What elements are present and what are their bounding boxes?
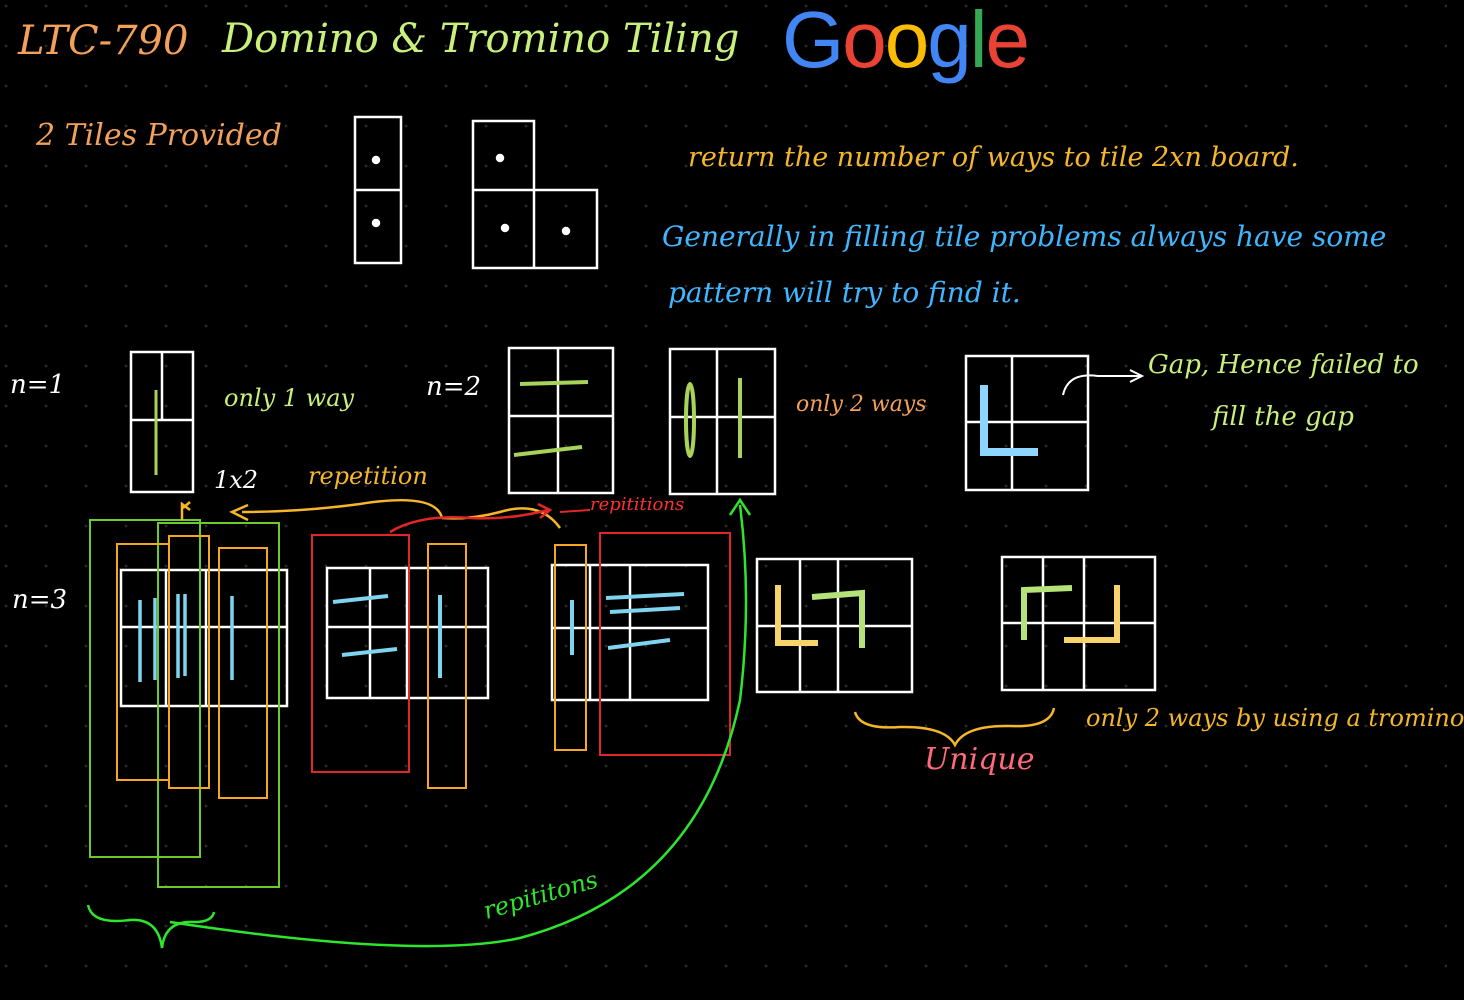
n3-tromino-2-marks <box>1021 585 1120 643</box>
n3-board-tromino-2 <box>1000 555 1157 692</box>
pattern-note-line-1: Generally in filling tile problems alway… <box>662 220 1387 253</box>
repetition-label: repetition <box>308 462 428 490</box>
n3-board-1-marks <box>138 594 234 682</box>
only-1-way-note: only 1 way <box>224 384 355 412</box>
n2-board-horizontal <box>507 346 615 495</box>
red-repetition-arrow <box>389 502 553 534</box>
n3-board-3 <box>550 563 710 702</box>
green-bracket <box>86 904 216 949</box>
only-2-ways-note: only 2 ways <box>796 392 927 417</box>
tromino-tile-diagram <box>471 119 599 270</box>
google-logo-letter: G <box>782 0 844 84</box>
problem-code: LTC-790 <box>18 18 189 64</box>
tromino-ways-note: only 2 ways by using a tromino <box>1086 704 1464 732</box>
n3-board-1-highlight-boxes <box>89 519 280 888</box>
red-link-to-board-3 <box>559 509 591 513</box>
n3-label: n=3 <box>12 585 68 615</box>
gap-tromino-mark <box>980 385 1038 456</box>
n2-vertical-domino-marks <box>684 378 742 458</box>
n3-tromino-1-marks <box>775 585 865 648</box>
pattern-note-line-2: pattern will try to find it. <box>668 276 1021 309</box>
google-logo: Google <box>782 0 1030 86</box>
google-logo-letter: l <box>969 0 988 84</box>
gap-note-line-1: Gap, Hence failed to <box>1148 350 1419 380</box>
n1-label: n=1 <box>10 370 66 400</box>
unique-label: Unique <box>924 742 1035 777</box>
problem-title: Domino & Tromino Tiling <box>222 16 740 62</box>
green-repetition-arrow <box>169 497 752 948</box>
return-statement: return the number of ways to tile 2xn bo… <box>688 142 1299 173</box>
google-logo-letter: g <box>927 0 971 84</box>
gap-note-line-2: fill the gap <box>1212 402 1354 432</box>
n3-board-tromino-1 <box>755 557 914 694</box>
n2-horizontal-domino-marks <box>513 380 589 457</box>
yellow-repetition-arrow <box>180 498 444 522</box>
n3-board-3-highlight-boxes <box>554 532 731 756</box>
unique-bracket <box>853 707 1056 748</box>
tiles-provided-label: 2 Tiles Provided <box>36 118 282 153</box>
one-by-two-label: 1x2 <box>214 466 259 494</box>
repititions-red-label: repititions <box>590 494 685 515</box>
n3-board-1 <box>119 568 289 708</box>
n3-board-2-highlight-boxes <box>311 534 467 789</box>
domino-tile-diagram <box>353 115 403 265</box>
google-logo-letter: o <box>842 0 886 84</box>
n2-label: n=2 <box>426 372 482 402</box>
google-logo-letter: o <box>884 0 929 84</box>
gap-arrow <box>1062 369 1145 396</box>
n1-board <box>129 350 195 494</box>
n3-board-2 <box>325 566 490 700</box>
n3-board-2-marks <box>332 594 442 678</box>
google-logo-letter: e <box>985 0 1030 84</box>
n3-board-3-marks <box>570 592 685 655</box>
